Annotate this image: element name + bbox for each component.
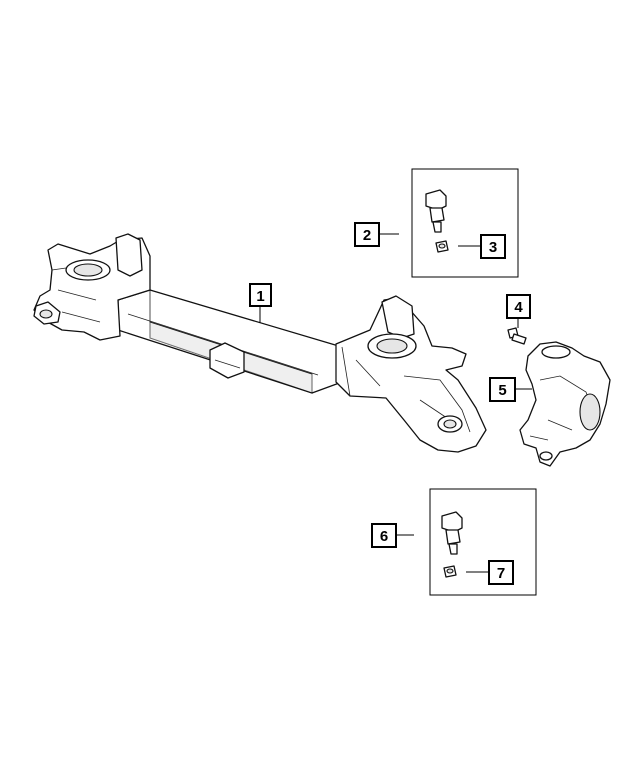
- callout-5-label: 5: [498, 382, 506, 399]
- callout-7-label: 7: [497, 565, 505, 582]
- callout-3[interactable]: 3: [480, 234, 506, 259]
- steering-knuckle[interactable]: [519, 341, 611, 467]
- lower-ball-joint-nut[interactable]: [443, 565, 457, 578]
- upper-ball-joint-group: [411, 168, 519, 278]
- callout-1-label: 1: [256, 288, 264, 305]
- callout-2-label: 2: [363, 227, 371, 244]
- callout-3-label: 3: [489, 239, 497, 256]
- upper-ball-joint-nut[interactable]: [435, 240, 449, 253]
- callout-6[interactable]: 6: [371, 523, 397, 548]
- callout-5[interactable]: 5: [489, 377, 516, 402]
- callout-7[interactable]: 7: [488, 560, 514, 585]
- bolt[interactable]: [507, 327, 527, 345]
- upper-ball-joint[interactable]: [425, 189, 447, 233]
- lower-ball-joint-group: [429, 488, 537, 596]
- front-axle-housing[interactable]: [33, 233, 487, 453]
- callout-1[interactable]: 1: [249, 283, 272, 307]
- lower-ball-joint[interactable]: [441, 511, 463, 555]
- callout-4-label: 4: [514, 299, 523, 316]
- callout-6-label: 6: [380, 528, 388, 545]
- callout-2[interactable]: 2: [354, 222, 380, 247]
- callout-4[interactable]: 4: [506, 294, 531, 319]
